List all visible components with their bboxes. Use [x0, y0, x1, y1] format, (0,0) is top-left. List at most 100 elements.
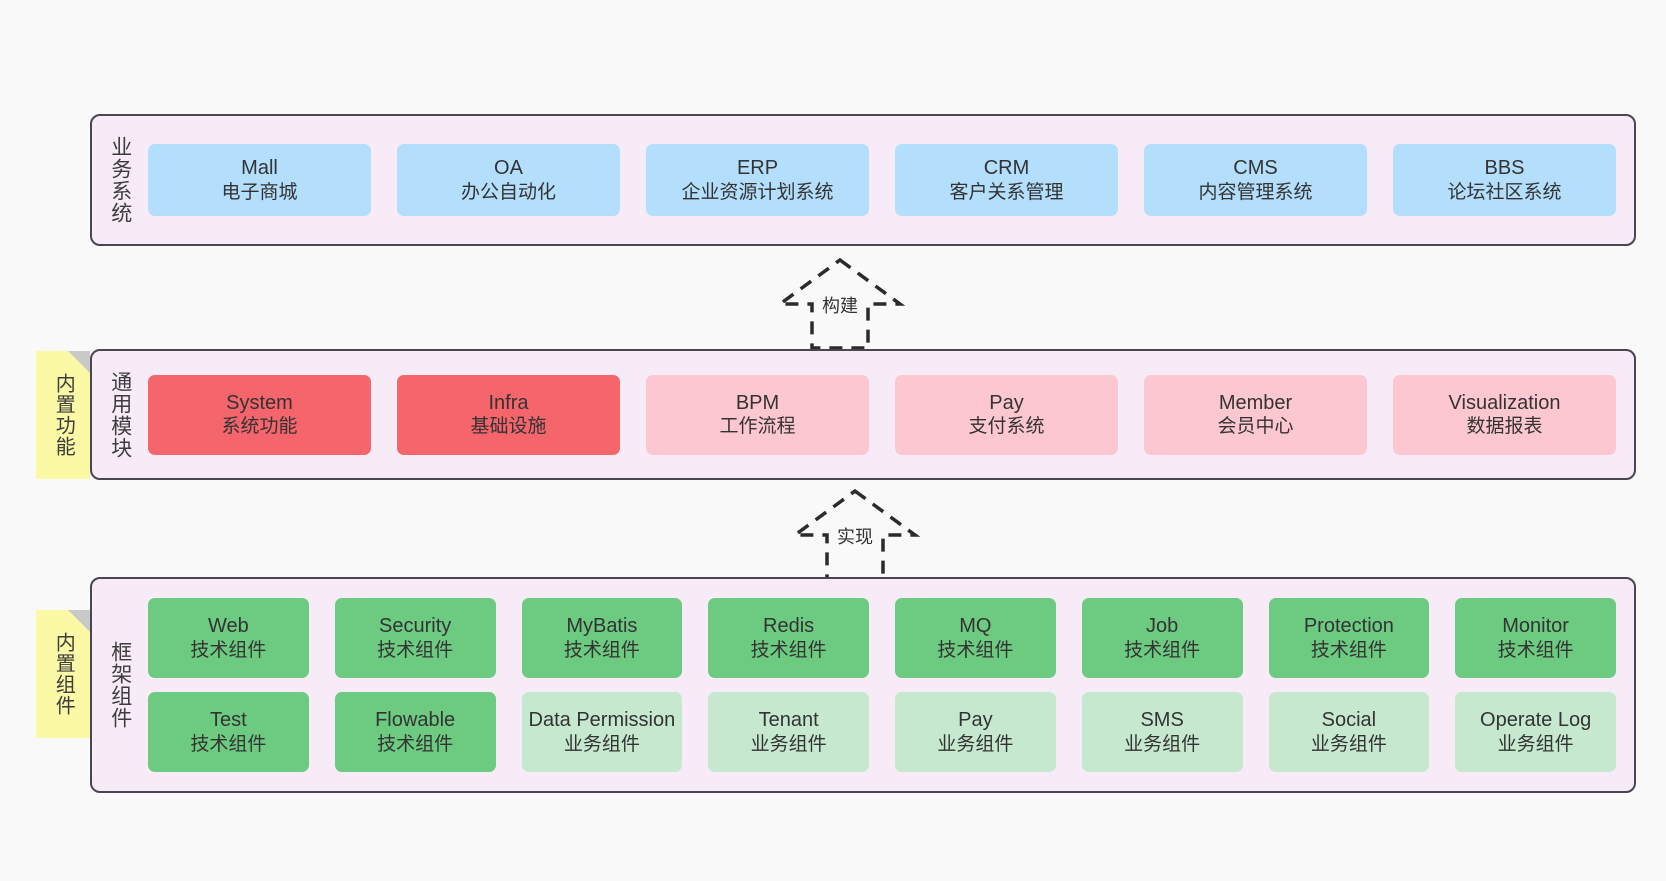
layer-framework-components-body: Web 技术组件 Security 技术组件 MyBatis 技术组件 Redi…: [148, 579, 1634, 791]
node-protection[interactable]: Protection 技术组件: [1268, 598, 1430, 678]
node-mq-cn: 技术组件: [937, 639, 1014, 661]
node-member-cn: 会员中心: [1217, 416, 1294, 438]
node-erp-cn: 企业资源计划系统: [681, 181, 834, 203]
node-cms-cn: 内容管理系统: [1198, 181, 1313, 203]
node-pay-component-en: Pay: [958, 709, 993, 732]
connector-build-arrow: [774, 257, 906, 350]
node-infra[interactable]: Infra 基础设施: [397, 374, 620, 455]
node-mybatis-en: MyBatis: [566, 615, 638, 638]
node-job-en: Job: [1146, 615, 1179, 638]
node-pay-module[interactable]: Pay 支付系统: [895, 374, 1118, 455]
sticky-note-builtin-components: 内置组件: [36, 610, 90, 738]
node-flowable[interactable]: Flowable 技术组件: [334, 692, 496, 772]
node-crm-cn: 客户关系管理: [949, 181, 1064, 203]
node-oa[interactable]: OA 办公自动化: [397, 144, 620, 216]
node-social-en: Social: [1321, 709, 1377, 732]
sticky-note-builtin-features-label: 内置功能: [52, 373, 75, 457]
node-redis-en: Redis: [763, 615, 815, 638]
common-modules-row: System 系统功能 Infra 基础设施 BPM 工作流程 Pay 支付系统…: [148, 374, 1616, 455]
framework-business-row: Test 技术组件 Flowable 技术组件 Data Permission …: [148, 692, 1616, 772]
node-data-permission[interactable]: Data Permission 业务组件: [521, 692, 683, 772]
node-crm-en: CRM: [983, 157, 1030, 180]
node-flowable-en: Flowable: [375, 709, 456, 732]
node-job[interactable]: Job 技术组件: [1081, 598, 1243, 678]
node-oa-cn: 办公自动化: [460, 181, 556, 203]
node-member-en: Member: [1218, 391, 1293, 414]
node-monitor[interactable]: Monitor 技术组件: [1455, 598, 1616, 678]
node-erp-en: ERP: [736, 157, 779, 180]
node-job-cn: 技术组件: [1124, 639, 1201, 661]
layer-business-systems-body: Mall 电子商城 OA 办公自动化 ERP 企业资源计划系统 CRM 客户关系…: [148, 116, 1634, 244]
node-protection-cn: 技术组件: [1310, 639, 1387, 661]
node-monitor-en: Monitor: [1502, 615, 1569, 638]
node-bpm-cn: 工作流程: [719, 416, 796, 438]
business-systems-row: Mall 电子商城 OA 办公自动化 ERP 企业资源计划系统 CRM 客户关系…: [148, 144, 1616, 216]
node-tenant[interactable]: Tenant 业务组件: [708, 692, 869, 772]
framework-tech-row: Web 技术组件 Security 技术组件 MyBatis 技术组件 Redi…: [148, 598, 1616, 678]
node-system[interactable]: System 系统功能: [148, 374, 371, 455]
node-sms-cn: 业务组件: [1124, 733, 1201, 755]
node-security-en: Security: [379, 615, 452, 638]
node-visualization[interactable]: Visualization 数据报表: [1393, 374, 1616, 455]
node-bpm[interactable]: BPM 工作流程: [646, 374, 869, 455]
node-crm[interactable]: CRM 客户关系管理: [895, 144, 1118, 216]
connector-build: 构建: [760, 256, 920, 352]
node-test-cn: 技术组件: [190, 733, 267, 755]
node-infra-cn: 基础设施: [470, 416, 547, 438]
node-pay-component[interactable]: Pay 业务组件: [895, 692, 1056, 772]
node-cms-en: CMS: [1233, 157, 1278, 180]
node-visualization-en: Visualization: [1448, 391, 1561, 414]
node-web-cn: 技术组件: [190, 639, 267, 661]
node-mall-en: Mall: [241, 157, 278, 180]
node-data-permission-cn: 业务组件: [563, 733, 640, 755]
node-redis-cn: 技术组件: [750, 639, 827, 661]
layer-framework-components-label: 框架组件: [108, 641, 132, 729]
layer-common-modules-body: System 系统功能 Infra 基础设施 BPM 工作流程 Pay 支付系统…: [148, 351, 1634, 478]
node-infra-en: Infra: [488, 391, 529, 414]
node-visualization-cn: 数据报表: [1466, 416, 1543, 438]
node-bbs[interactable]: BBS 论坛社区系统: [1393, 144, 1616, 216]
node-operate-log-en: Operate Log: [1480, 709, 1592, 732]
node-test-en: Test: [210, 709, 247, 732]
node-pay-module-cn: 支付系统: [968, 416, 1045, 438]
node-sms-en: SMS: [1140, 709, 1184, 732]
node-bbs-en: BBS: [1484, 157, 1525, 180]
node-protection-en: Protection: [1303, 615, 1394, 638]
connector-build-label: 构建: [822, 296, 858, 316]
node-sms[interactable]: SMS 业务组件: [1081, 692, 1243, 772]
node-bpm-en: BPM: [735, 391, 780, 414]
node-erp[interactable]: ERP 企业资源计划系统: [646, 144, 869, 216]
node-bbs-cn: 论坛社区系统: [1447, 181, 1562, 203]
node-monitor-cn: 技术组件: [1497, 639, 1574, 661]
node-mybatis-cn: 技术组件: [563, 639, 640, 661]
sticky-fold-icon: [68, 351, 90, 373]
node-test[interactable]: Test 技术组件: [148, 692, 309, 772]
sticky-note-builtin-components-label: 内置组件: [52, 632, 75, 716]
node-data-permission-en: Data Permission: [528, 709, 676, 732]
layer-common-modules-label: 通用模块: [108, 370, 132, 459]
connector-implement: 实现: [775, 487, 935, 583]
layer-business-systems-label: 业务系统: [108, 136, 132, 224]
node-tenant-en: Tenant: [758, 709, 819, 732]
node-web-en: Web: [207, 615, 249, 638]
node-system-en: System: [226, 391, 293, 414]
node-operate-log-cn: 业务组件: [1497, 733, 1574, 755]
node-member[interactable]: Member 会员中心: [1144, 374, 1367, 455]
sticky-note-builtin-features: 内置功能: [36, 351, 90, 479]
node-social-cn: 业务组件: [1310, 733, 1387, 755]
node-social[interactable]: Social 业务组件: [1268, 692, 1430, 772]
node-redis[interactable]: Redis 技术组件: [708, 598, 869, 678]
node-oa-en: OA: [494, 157, 523, 180]
node-security-cn: 技术组件: [377, 639, 454, 661]
node-security[interactable]: Security 技术组件: [334, 598, 496, 678]
node-mq[interactable]: MQ 技术组件: [895, 598, 1056, 678]
node-mq-en: MQ: [959, 615, 992, 638]
node-mall[interactable]: Mall 电子商城: [148, 144, 371, 216]
node-web[interactable]: Web 技术组件: [148, 598, 309, 678]
node-operate-log[interactable]: Operate Log 业务组件: [1455, 692, 1616, 772]
node-cms[interactable]: CMS 内容管理系统: [1144, 144, 1367, 216]
node-mybatis[interactable]: MyBatis 技术组件: [521, 598, 683, 678]
connector-implement-label: 实现: [837, 527, 873, 547]
node-pay-module-en: Pay: [989, 391, 1024, 414]
